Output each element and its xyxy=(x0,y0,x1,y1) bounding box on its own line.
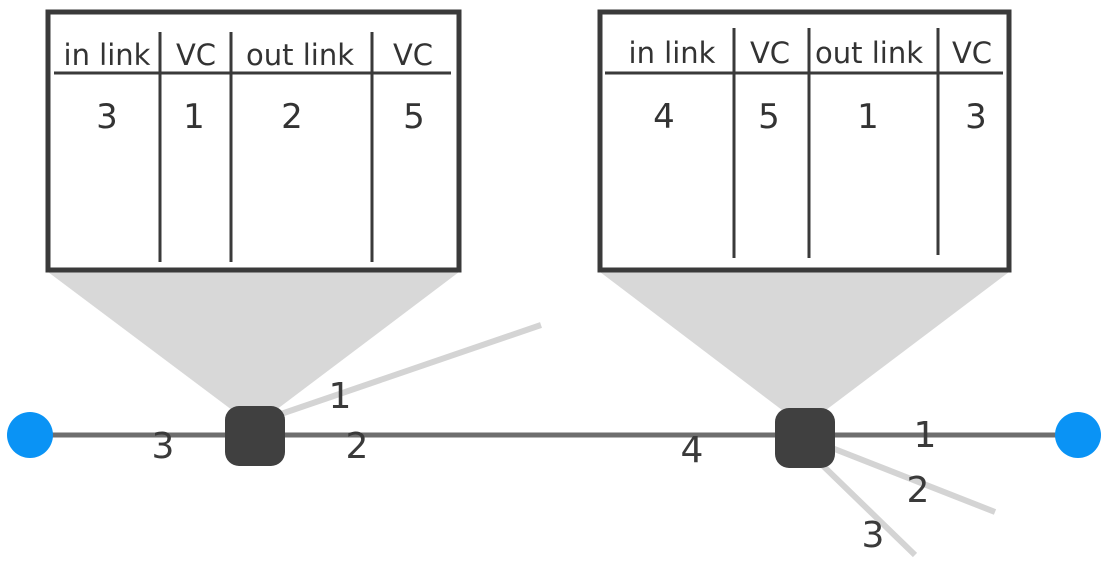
vc-table-left-header-in-vc: VC xyxy=(176,38,216,72)
zoom-wedge-right xyxy=(600,272,1009,410)
vc-table-left-cell-out-vc: 5 xyxy=(403,97,425,137)
link-label-right-out2: 2 xyxy=(907,470,930,511)
vc-table-right-frame xyxy=(597,9,1012,273)
link-label-left-up: 1 xyxy=(329,376,352,417)
link-label-right-out1: 1 xyxy=(914,415,937,456)
vc-table-left-cell-out-link: 2 xyxy=(281,97,303,137)
link-right-down-3 xyxy=(812,455,918,558)
link-right-down-2 xyxy=(830,445,997,515)
endpoint-left xyxy=(7,412,53,458)
switch-left xyxy=(225,406,285,466)
vc-table-left-header-out-vc: VC xyxy=(393,38,433,72)
link-label-right-out3: 3 xyxy=(862,515,885,556)
vc-table-left: in link VC out link VC 3 1 2 5 xyxy=(45,9,462,273)
link-label-left-out: 2 xyxy=(346,426,369,467)
switch-right xyxy=(775,408,835,468)
vc-table-left-frame xyxy=(45,9,462,273)
vc-table-right-cell-in-vc: 5 xyxy=(758,97,780,137)
vc-table-right-header-in-link: in link xyxy=(629,36,716,70)
vc-table-right: in link VC out link VC 4 5 1 3 xyxy=(597,9,1012,273)
vc-table-left-cell-in-link: 3 xyxy=(96,97,118,137)
vc-table-right-cell-out-vc: 3 xyxy=(965,97,987,137)
vc-table-right-header-out-link: out link xyxy=(815,36,923,70)
link-label-mid: 4 xyxy=(681,430,704,471)
vc-table-left-header-in-link: in link xyxy=(64,38,151,72)
link-label-left-in: 3 xyxy=(152,426,175,467)
vc-table-right-cell-in-link: 4 xyxy=(653,97,675,137)
vc-table-left-cell-in-vc: 1 xyxy=(183,97,205,137)
endpoint-right xyxy=(1055,412,1101,458)
vc-table-right-cell-out-link: 1 xyxy=(857,97,879,137)
vc-table-left-header-out-link: out link xyxy=(246,38,354,72)
vc-table-right-header-out-vc: VC xyxy=(952,36,992,70)
vc-table-right-header-in-vc: VC xyxy=(750,36,790,70)
link-left-up xyxy=(277,322,542,418)
zoom-wedge-left xyxy=(48,272,459,410)
